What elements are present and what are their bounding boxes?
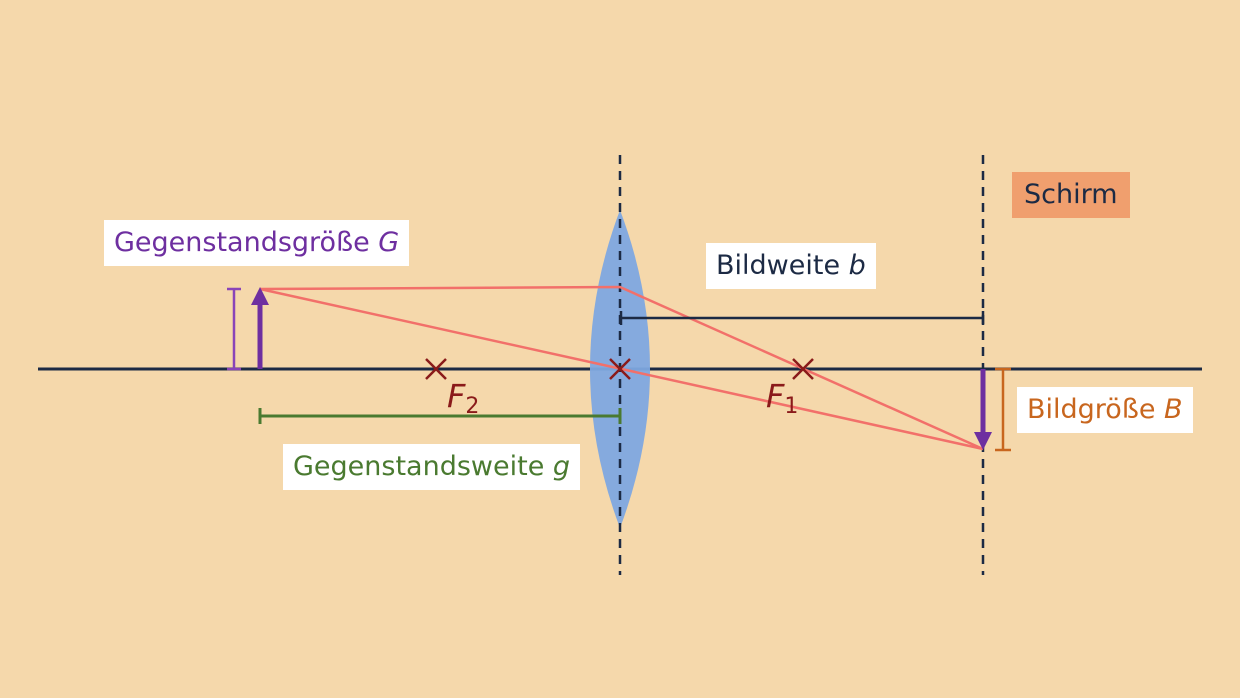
focal-point-2-label: F2 [447,380,479,418]
object-arrow-head [251,287,269,305]
object-size-symbol: G [378,227,400,258]
parallel-ray [259,285,984,451]
object-distance-text: Gegenstandsweite [293,451,545,482]
focal-point-1-marker [792,358,814,380]
image-size-label: Bildgröße B [1017,387,1193,433]
focal-point-1-label: F1 [766,380,798,418]
image-distance-text: Bildweite [716,250,841,281]
focal-2-index: 2 [465,394,480,419]
screen-label: Schirm [1012,172,1130,218]
focal-1-letter: F [766,377,785,415]
object-size-text: Gegenstandsgröße [114,227,370,258]
focal-point-2-marker [425,358,447,380]
image-size-text: Bildgröße [1027,394,1156,425]
object-distance-symbol: g [552,451,571,482]
object-distance-label: Gegenstandsweite g [283,444,581,490]
screen-text: Schirm [1024,179,1118,210]
image-arrow-head [974,432,992,450]
focal-1-index: 1 [784,394,799,419]
lens-center-marker [609,358,631,380]
image-size-symbol: B [1164,394,1183,425]
image-distance-label: Bildweite b [706,243,876,289]
image-distance-symbol: b [848,250,866,281]
focal-2-letter: F [447,377,466,415]
object-size-label: Gegenstandsgröße G [104,220,410,266]
